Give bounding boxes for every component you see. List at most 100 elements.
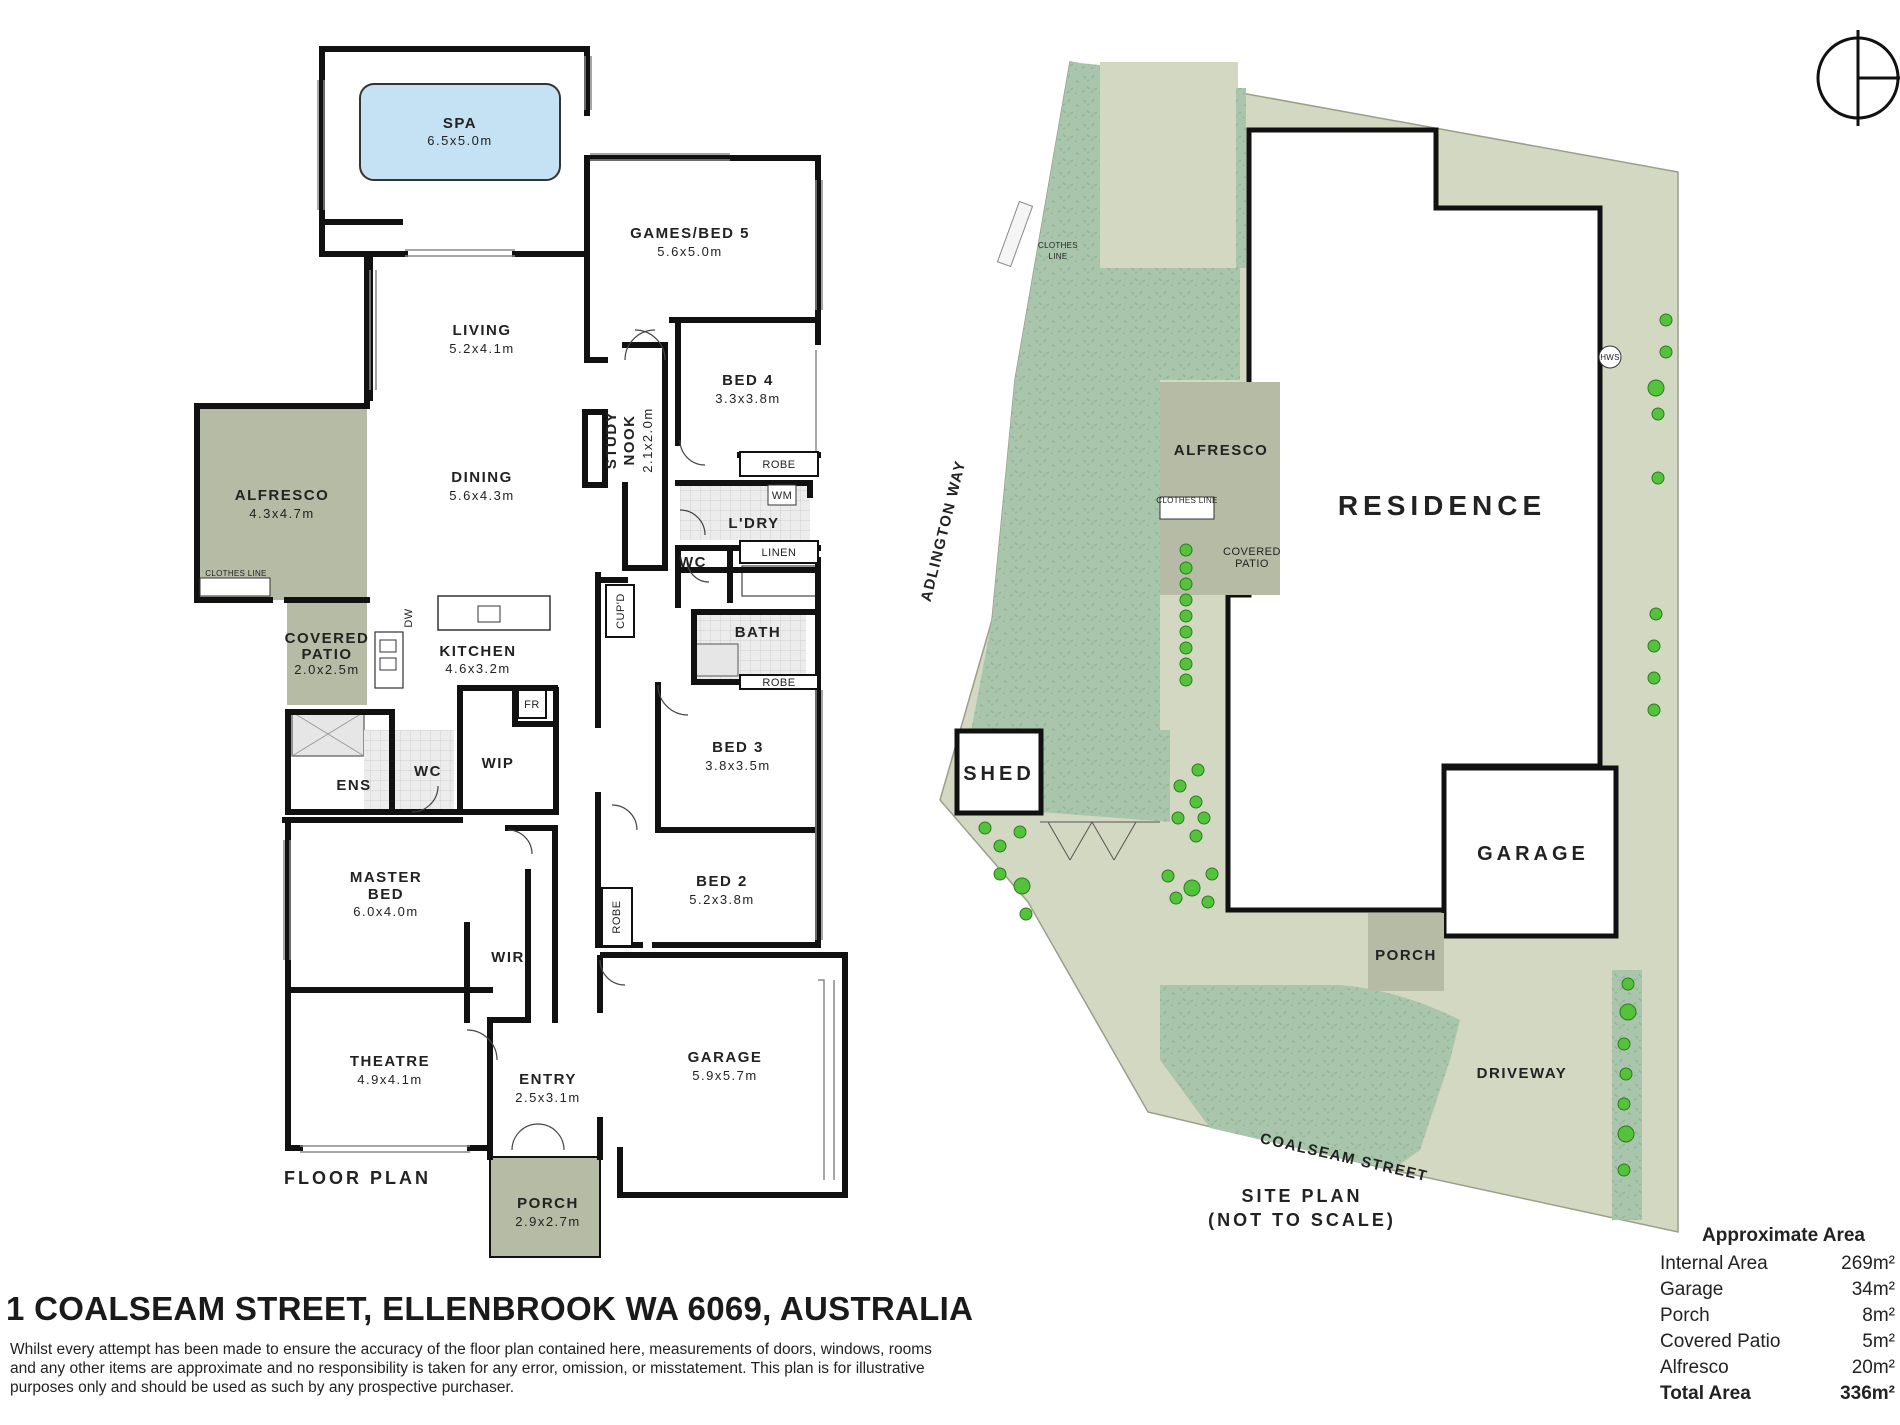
area-row-value: 269m² bbox=[1841, 1253, 1895, 1274]
porch-name: PORCH bbox=[517, 1195, 579, 1212]
kitchen-name: KITCHEN bbox=[439, 643, 516, 660]
area-row-label: Porch bbox=[1660, 1305, 1710, 1326]
wip-label: WIP bbox=[482, 755, 515, 772]
living-dim: 5.2x4.1m bbox=[449, 341, 514, 356]
site-gate bbox=[1040, 821, 1160, 861]
site-alfresco-label: ALFRESCO bbox=[1174, 442, 1269, 459]
bed4-name: BED 4 bbox=[722, 372, 774, 389]
theatre-dim: 4.9x4.1m bbox=[357, 1072, 422, 1087]
north-lawn-strip bbox=[1100, 62, 1238, 268]
study-name2: NOOK bbox=[621, 415, 638, 466]
porch-dim: 2.9x2.7m bbox=[515, 1214, 580, 1229]
wm-label: WM bbox=[772, 490, 793, 502]
covered-patio-dim: 2.0x2.5m bbox=[294, 662, 359, 677]
windows bbox=[283, 56, 835, 1180]
hws-unit bbox=[1598, 345, 1622, 369]
garage-name: GARAGE bbox=[688, 1049, 763, 1066]
site-residence-label: RESIDENCE bbox=[1338, 490, 1546, 521]
dw-label: DW bbox=[403, 608, 415, 627]
area-row: Alfresco 20m² bbox=[1660, 1355, 1895, 1381]
alfresco-name: ALFRESCO bbox=[235, 487, 330, 504]
area-total-label: Total Area bbox=[1660, 1383, 1751, 1404]
wm-box bbox=[767, 484, 797, 506]
site-garage-label: GARAGE bbox=[1477, 843, 1589, 865]
master-dim: 6.0x4.0m bbox=[353, 904, 418, 919]
north-lawn-edge bbox=[1236, 88, 1246, 268]
site-porch-label: PORCH bbox=[1375, 947, 1437, 964]
site-clothes-line bbox=[1159, 496, 1215, 520]
kitchen-island bbox=[437, 595, 551, 631]
area-row-label: Covered Patio bbox=[1660, 1331, 1781, 1352]
bed3-dim: 3.8x3.5m bbox=[705, 758, 770, 773]
site-plan-title2: (NOT TO SCALE) bbox=[1208, 1210, 1396, 1230]
master-name2: BED bbox=[368, 886, 404, 903]
area-row-value: 20m² bbox=[1851, 1357, 1895, 1378]
wc-ens-label: WC bbox=[414, 763, 442, 780]
bath-label: BATH bbox=[735, 624, 782, 641]
area-row-value: 5m² bbox=[1862, 1331, 1895, 1352]
area-table-title: Approximate Area bbox=[1702, 1225, 1865, 1246]
alfresco-clothes-line bbox=[199, 577, 271, 597]
fr-box bbox=[517, 689, 547, 719]
site-street-west: ADLINGTON WAY bbox=[918, 458, 970, 603]
walls bbox=[194, 46, 848, 1198]
entry-name: ENTRY bbox=[519, 1071, 577, 1088]
spa-name: SPA bbox=[443, 115, 477, 132]
site-driveway-label: DRIVEWAY bbox=[1477, 1065, 1568, 1082]
living-name: LIVING bbox=[452, 322, 511, 339]
site-covered-patio-label1: COVERED bbox=[1223, 546, 1281, 558]
master-name1: MASTER bbox=[350, 869, 422, 886]
covered-patio-area bbox=[287, 600, 367, 705]
west-lawn bbox=[958, 62, 1240, 822]
site-porch bbox=[1368, 913, 1444, 991]
games-dim: 5.6x5.0m bbox=[657, 244, 722, 259]
area-row-label: Alfresco bbox=[1660, 1357, 1729, 1378]
porch-area bbox=[489, 1156, 601, 1258]
site-covered-patio bbox=[1225, 522, 1280, 595]
theatre-name: THEATRE bbox=[350, 1053, 430, 1070]
cupd-label: CUP'D bbox=[615, 593, 627, 629]
bed4-dim: 3.3x3.8m bbox=[715, 391, 780, 406]
compass-icon bbox=[1816, 30, 1900, 126]
covered-patio-name1: COVERED bbox=[285, 630, 370, 647]
area-row: Garage 34m² bbox=[1660, 1277, 1895, 1303]
linen-box bbox=[739, 540, 819, 564]
area-total-row: Total Area 336m² bbox=[1660, 1381, 1895, 1407]
site-clothes-line-label2: LINE bbox=[1049, 252, 1068, 261]
site-covered-patio-label2: PATIO bbox=[1235, 558, 1269, 570]
disclaimer-text: Whilst every attempt has been made to en… bbox=[10, 1341, 932, 1396]
wir-label: WIR bbox=[491, 949, 525, 966]
dining-name: DINING bbox=[451, 469, 513, 486]
study-dim: 2.1x2.0m bbox=[640, 407, 655, 472]
alfresco-area bbox=[197, 406, 367, 600]
cupd-box bbox=[605, 584, 635, 638]
shrubs bbox=[978, 313, 1673, 1177]
bed3-name: BED 3 bbox=[712, 739, 764, 756]
kitchen-dim: 4.6x3.2m bbox=[445, 661, 510, 676]
area-row-label: Internal Area bbox=[1660, 1253, 1768, 1274]
games-name: GAMES/BED 5 bbox=[630, 225, 750, 242]
area-table: Approximate Area Internal Area 269m² Gar… bbox=[1660, 1225, 1895, 1407]
site-clothes-line-label1: CLOTHES bbox=[1038, 241, 1078, 250]
linen-label: LINEN bbox=[762, 547, 797, 559]
area-row: Covered Patio 5m² bbox=[1660, 1329, 1895, 1355]
alfresco-dim: 4.3x4.7m bbox=[249, 506, 314, 521]
entry-dim: 2.5x3.1m bbox=[515, 1090, 580, 1105]
doors bbox=[411, 329, 710, 1151]
area-row: Internal Area 269m² bbox=[1660, 1251, 1895, 1277]
site-hws-label: HWS bbox=[1600, 353, 1620, 362]
robe3-box bbox=[739, 674, 819, 690]
covered-patio-name2: PATIO bbox=[301, 646, 352, 663]
area-row: Porch 8m² bbox=[1660, 1303, 1895, 1329]
property-address: 1 COALSEAM STREET, ELLENBROOK WA 6069, A… bbox=[6, 1290, 974, 1327]
robe4-box bbox=[739, 451, 819, 477]
floor-plan: SPA 6.5x5.0m GAMES/BED 5 5.6x5.0m LIVING… bbox=[194, 46, 848, 1258]
floor-plan-title: FLOOR PLAN bbox=[284, 1168, 431, 1188]
site-shed-label: SHED bbox=[963, 763, 1035, 785]
site-shed bbox=[954, 728, 1044, 816]
robe3-label: ROBE bbox=[762, 677, 795, 689]
robe4-label: ROBE bbox=[762, 459, 795, 471]
site-plan: RESIDENCE GARAGE PORCH ALFRESCO COVERED … bbox=[918, 30, 1900, 1233]
bed2-name: BED 2 bbox=[696, 873, 748, 890]
